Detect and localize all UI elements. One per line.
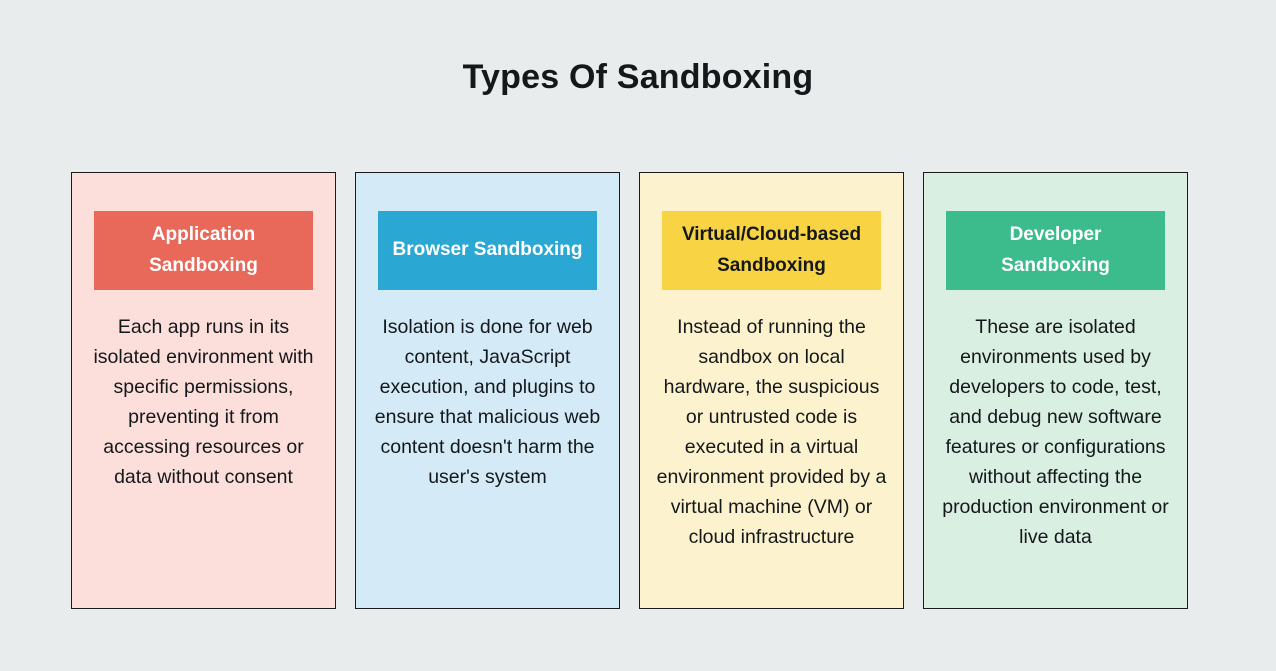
card-body-developer-sandboxing: These are isolated environments used by … xyxy=(942,316,1169,549)
card-body-browser-sandboxing: Isolation is done for web content, JavaS… xyxy=(374,316,601,489)
card-body-application-sandboxing: Each app runs in its isolated environmen… xyxy=(93,316,314,489)
card-header-browser-sandboxing: Browser Sandboxing xyxy=(378,211,597,290)
card-developer-sandboxing: Developer Sandboxing These are isolated … xyxy=(923,172,1188,609)
card-virtual-cloud-based-sandboxing: Virtual/Cloud-based Sandboxing Instead o… xyxy=(639,172,904,609)
card-header-developer-sandboxing: Developer Sandboxing xyxy=(946,211,1165,290)
card-header-application-sandboxing: Application Sandboxing xyxy=(94,211,313,290)
card-grid: Application Sandboxing Each app runs in … xyxy=(71,172,1188,609)
card-application-sandboxing: Application Sandboxing Each app runs in … xyxy=(71,172,336,609)
page-title: Types Of Sandboxing xyxy=(462,58,814,96)
card-browser-sandboxing: Browser Sandboxing Isolation is done for… xyxy=(355,172,620,609)
card-body-virtual-cloud-based-sandboxing: Instead of running the sandbox on local … xyxy=(656,316,887,549)
card-header-virtual-cloud-based-sandboxing: Virtual/Cloud-based Sandboxing xyxy=(662,211,881,290)
